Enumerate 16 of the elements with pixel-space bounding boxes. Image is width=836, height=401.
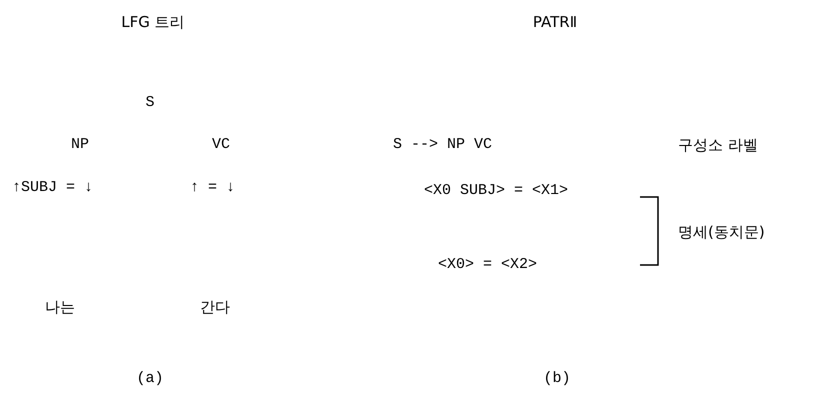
- tree-node-label: VC: [212, 136, 230, 154]
- panel-caption: (a): [136, 370, 164, 388]
- equation-text: ↑SUBJ = ↓: [12, 179, 94, 197]
- equation-text: ↑ = ↓: [190, 179, 236, 197]
- rule-text: S --> NP VC: [393, 136, 492, 154]
- panel-title: PATRⅡ: [532, 13, 578, 31]
- annotation-text: 구성소 라벨: [678, 136, 758, 154]
- tree-node-label: S: [146, 94, 154, 112]
- word-label: 간다: [200, 298, 230, 316]
- panel-title: LFG 트리: [121, 13, 185, 31]
- word-label: 나는: [45, 298, 75, 316]
- panel-caption: (b): [544, 370, 570, 388]
- equation-text: <X0> = <X2>: [438, 256, 538, 274]
- tree-node-label: NP: [71, 136, 89, 154]
- equation-text: <X0 SUBJ> = <X1>: [424, 182, 568, 200]
- annotation-text: 명세(동치문): [678, 223, 765, 241]
